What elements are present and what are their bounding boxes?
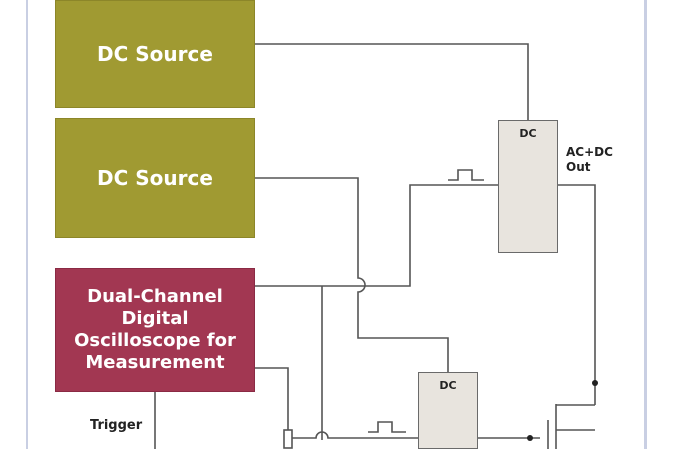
dc-module-1-label: DC — [519, 127, 537, 140]
wire-dc1-out — [558, 184, 596, 405]
dc-source-1: DC Source — [55, 0, 255, 108]
junction-dot-2 — [527, 435, 533, 441]
dc-source-1-label: DC Source — [97, 42, 213, 66]
junction-dot-1 — [592, 380, 598, 386]
trigger-label: Trigger — [90, 418, 143, 433]
wire-scope-ch2 — [255, 367, 289, 430]
pulse-symbol-1 — [448, 169, 484, 181]
frame-left-border — [26, 0, 28, 449]
pulse-symbol-2 — [368, 421, 406, 433]
dc-module-1: DC — [498, 120, 558, 253]
oscilloscope-block: Dual-Channel Digital Oscilloscope for Me… — [55, 268, 255, 392]
frame-right-border — [644, 0, 647, 449]
dc-module-2: DC — [418, 372, 478, 449]
dc-source-2-label: DC Source — [97, 166, 213, 190]
wire-scope-to-dc1 — [255, 184, 498, 287]
wire-bottom-bus — [292, 431, 418, 439]
output-label: AC+DC Out — [566, 145, 613, 174]
dc-module-2-label: DC — [439, 379, 457, 392]
wire-source1-to-dc1 — [255, 43, 529, 120]
oscilloscope-label: Dual-Channel Digital Oscilloscope for Me… — [74, 286, 236, 373]
resistor — [283, 429, 293, 449]
dc-source-2: DC Source — [55, 118, 255, 238]
wire-source2-to-dc2 — [255, 177, 449, 372]
